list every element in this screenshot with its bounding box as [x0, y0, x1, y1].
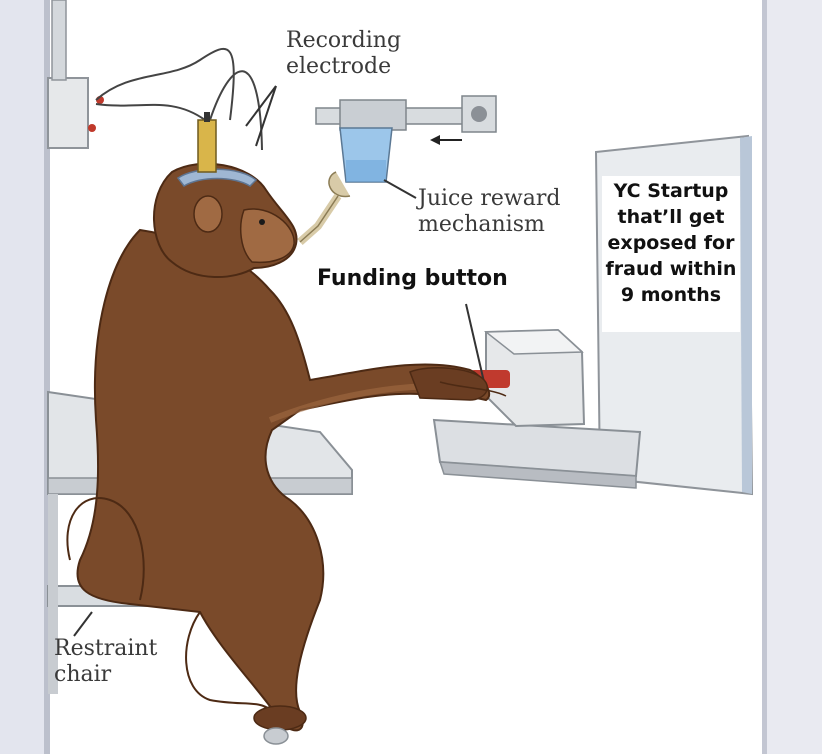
- monkey: [66, 112, 507, 745]
- juice-reward-mechanism: [297, 95, 497, 245]
- junction-box: [47, 77, 89, 149]
- monitor-caption-line-3: exposed for: [607, 232, 735, 254]
- monitor-caption-line-4: fraud within: [605, 258, 737, 280]
- monitor-caption-line-5: 9 months: [620, 284, 722, 306]
- recording-electrode-line-2: electrode: [286, 54, 392, 79]
- right-wall: [762, 0, 822, 754]
- monitor-caption-line-2: that’ll get: [617, 206, 725, 228]
- funding-button-caption: Funding button: [308, 259, 594, 299]
- recording-electrode-label: Recording electrode: [286, 28, 401, 80]
- juice-reward-label: Juice reward mechanism: [418, 186, 560, 238]
- recording-electrode-line-1: Recording: [286, 28, 402, 53]
- monitor-caption: YC Startup that’ll get exposed for fraud…: [602, 176, 740, 332]
- juice-reward-line-2: mechanism: [418, 212, 545, 237]
- monitor-caption-line-1: YC Startup: [613, 180, 729, 202]
- juice-reward-line-1: Juice reward: [418, 186, 561, 211]
- restraint-chair-line-1: Restraint: [54, 636, 158, 661]
- response-console: [432, 303, 642, 489]
- left-wall: [0, 0, 44, 754]
- restraint-chair-label: Restraint chair: [54, 636, 157, 688]
- restraint-chair-line-2: chair: [54, 662, 112, 687]
